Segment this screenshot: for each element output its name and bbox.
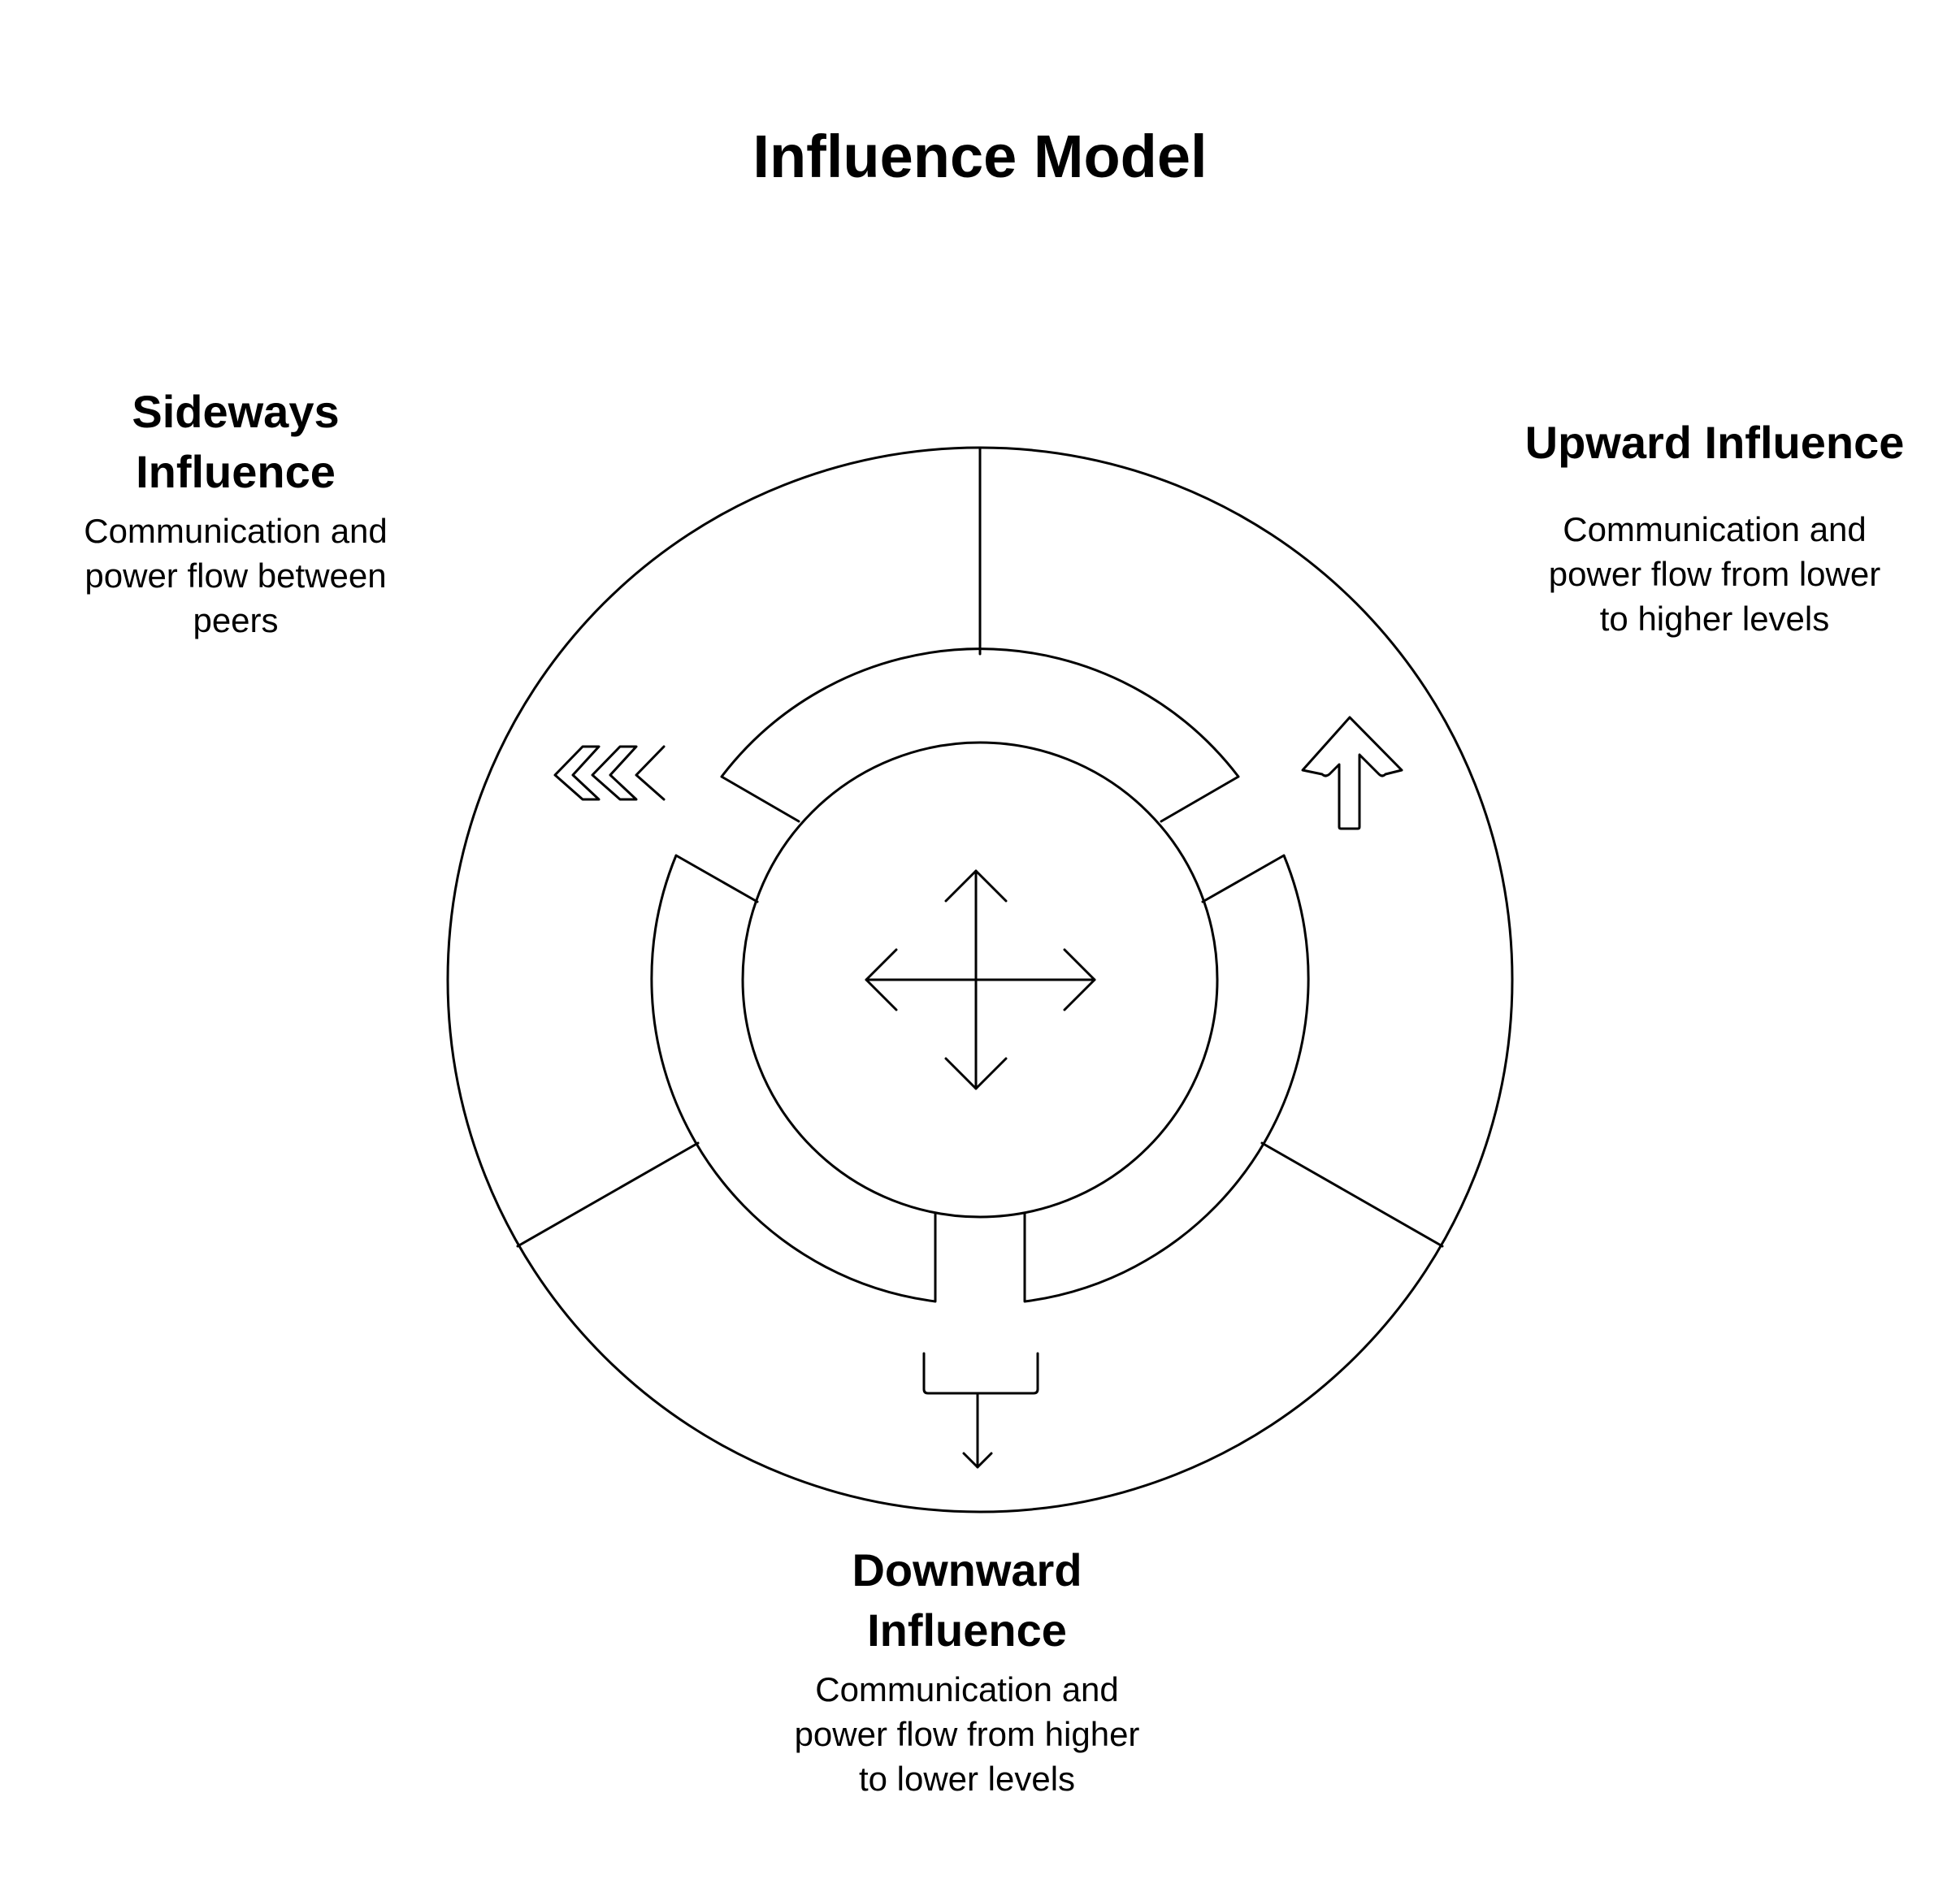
upward-title: Upward Influence: [1495, 413, 1934, 473]
triple-chevron-left-icon: [553, 745, 666, 801]
upward-influence-label: Upward Influence Communication and power…: [1495, 413, 1934, 641]
sideways-title-line: Sideways: [132, 386, 340, 437]
upward-description: Communication and power flow from lower …: [1495, 507, 1934, 641]
divider-right: [1260, 1141, 1444, 1248]
arrow-up-icon: [1301, 716, 1403, 830]
sideways-description-line: power flow between: [85, 556, 387, 595]
upward-description-line: to higher levels: [1599, 600, 1830, 638]
downward-description-line: Communication and: [815, 1670, 1119, 1708]
sideways-influence-label: Sideways Influence Communication and pow…: [33, 382, 439, 643]
sideways-title-line: Influence: [136, 446, 336, 497]
upward-title-line: Upward Influence: [1524, 417, 1905, 468]
upward-description-line: Communication and: [1563, 510, 1867, 548]
upward-description-line: power flow from lower: [1548, 555, 1881, 593]
sideways-title: Sideways Influence: [33, 382, 439, 502]
ring-segment-left: [650, 854, 937, 1303]
divider-left: [516, 1141, 700, 1248]
downward-title-line: Downward: [852, 1544, 1082, 1596]
sideways-description-line: Communication and: [84, 512, 388, 550]
downward-description-line: power flow from higher: [794, 1715, 1140, 1753]
downward-title-line: Influence: [867, 1604, 1067, 1656]
sideways-description: Communication and power flow between pee…: [33, 509, 439, 643]
downward-influence-label: Downward Influence Communication and pow…: [731, 1540, 1203, 1801]
ring-segment-right: [1023, 854, 1310, 1303]
four-way-arrows-icon: [865, 869, 1096, 1090]
sideways-description-line: peers: [193, 601, 279, 639]
downward-title: Downward Influence: [731, 1540, 1203, 1661]
downward-description-line: to lower levels: [858, 1760, 1076, 1798]
ring-segment-top: [720, 647, 1240, 823]
diagram-title: Influence Model: [752, 123, 1208, 190]
downward-description: Communication and power flow from higher…: [731, 1667, 1203, 1801]
arrow-down-from-bracket-icon: [922, 1352, 1039, 1469]
inner-circle: [741, 741, 1219, 1219]
